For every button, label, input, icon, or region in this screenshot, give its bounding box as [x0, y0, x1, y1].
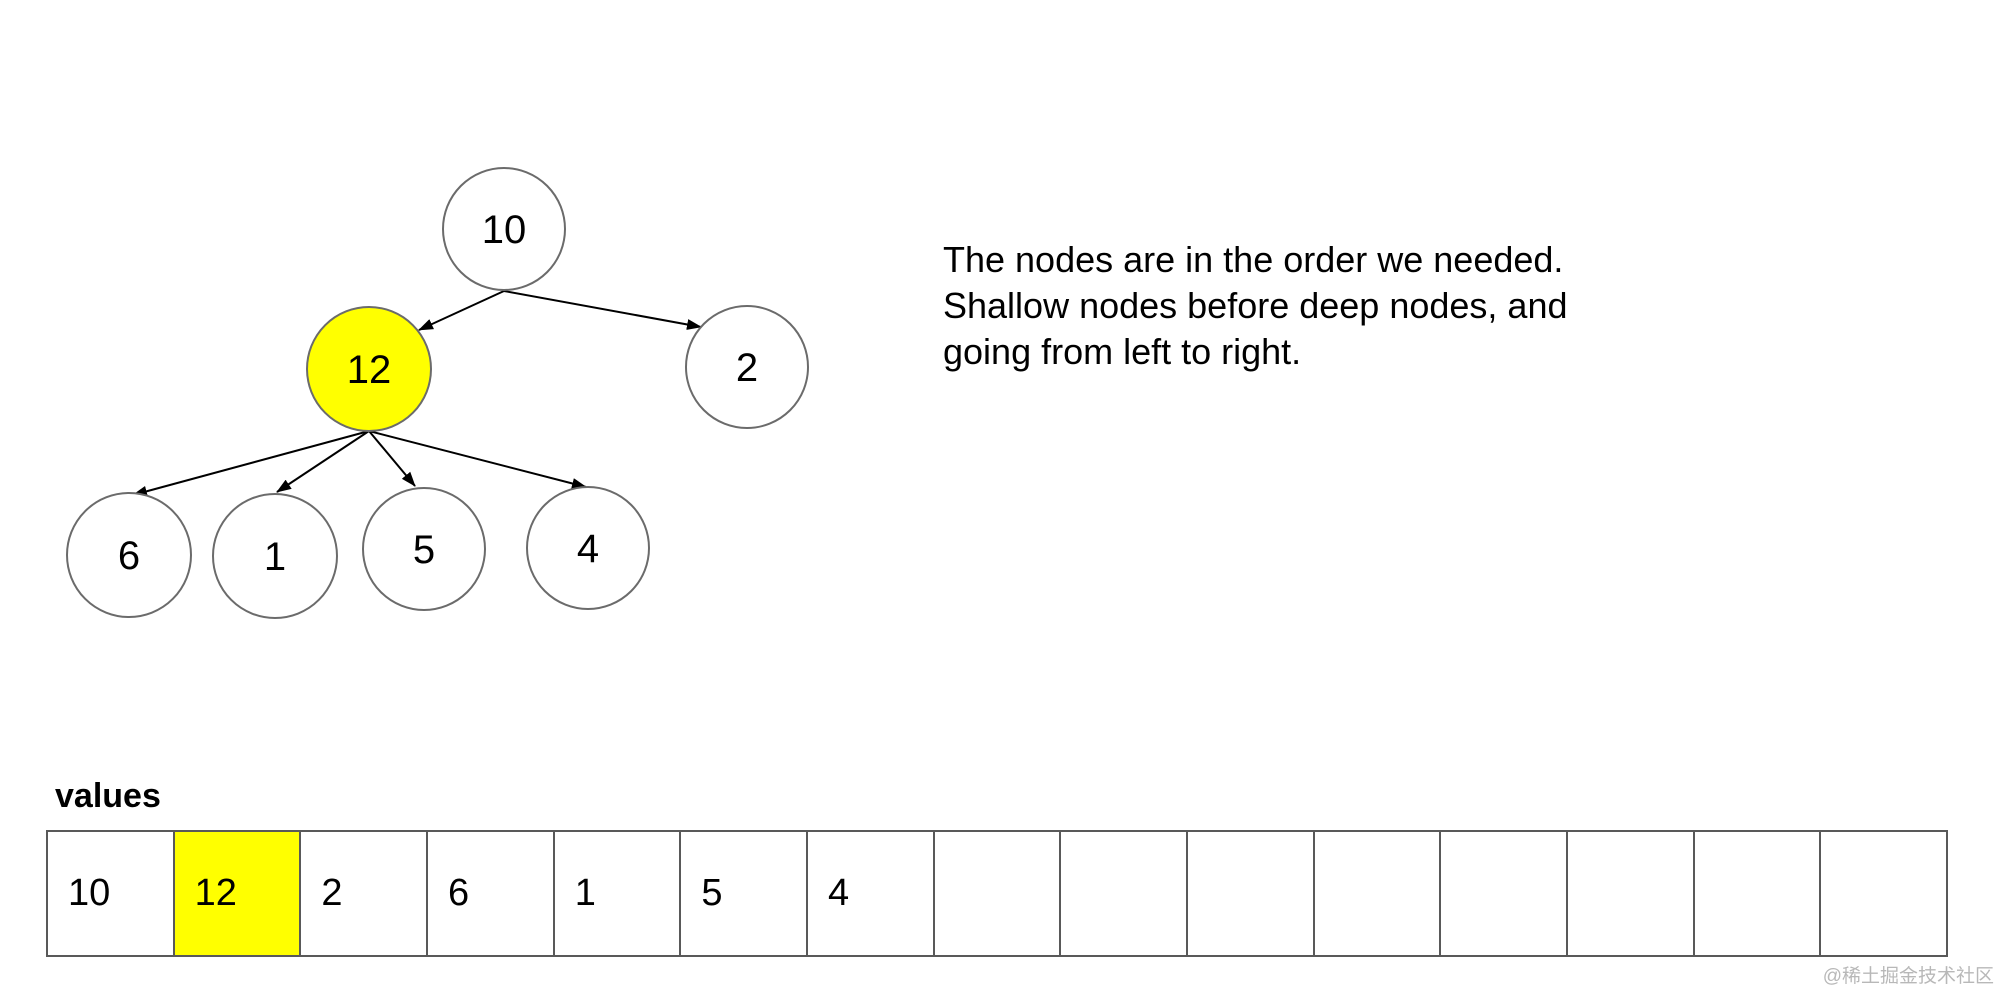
tree-node-2: 2 — [685, 305, 809, 429]
edge-10-12 — [418, 290, 505, 331]
edge-10-2 — [503, 290, 702, 330]
array-cell: 2 — [299, 832, 426, 955]
explanation-text: The nodes are in the order we needed. Sh… — [943, 237, 1567, 375]
array-cell-value: 5 — [701, 872, 723, 914]
tree-node-label: 2 — [736, 346, 758, 390]
array-cell — [932, 832, 1060, 955]
array-cell-value: 2 — [321, 872, 343, 914]
tree-node-10: 10 — [442, 167, 566, 291]
tree-node-1: 1 — [212, 493, 338, 619]
explanation-line: Shallow nodes before deep nodes, and — [943, 285, 1568, 326]
tree-node-circle — [306, 306, 432, 432]
tree-node-label: 10 — [482, 208, 527, 252]
array-cell-value: 12 — [194, 872, 237, 914]
tree-node-5: 5 — [362, 487, 486, 611]
tree-node-label: 6 — [118, 534, 140, 578]
array-cell — [1439, 832, 1566, 955]
tree-node-6: 6 — [66, 492, 192, 618]
array-cell — [1059, 832, 1186, 955]
array-cell — [1312, 832, 1440, 955]
edge-12-4 — [368, 430, 587, 489]
array-cell: 12 — [172, 832, 300, 955]
tree-node-circle — [212, 493, 338, 619]
tree-node-12: 12 — [306, 306, 432, 432]
tree-node-4: 4 — [526, 486, 650, 610]
tree-node-label: 4 — [577, 527, 599, 571]
array-cell — [1186, 832, 1313, 955]
tree-node-label: 1 — [264, 535, 286, 579]
array-cell — [1819, 832, 1946, 955]
tree-node-circle — [526, 486, 650, 610]
tree-node-label: 12 — [347, 348, 392, 392]
tree-node-circle — [685, 305, 809, 429]
array-cell-value: 4 — [828, 872, 850, 914]
array-cell-value: 1 — [574, 872, 596, 914]
array-cell: 1 — [552, 832, 680, 955]
watermark: @稀土掘金技术社区 — [1822, 966, 1994, 987]
array-cell-value: 10 — [68, 872, 111, 914]
tree-node-label: 5 — [413, 528, 435, 572]
edge-12-5 — [368, 430, 416, 487]
array-cell: 6 — [426, 832, 553, 955]
values-label: values — [55, 777, 161, 815]
array-cell: 5 — [679, 832, 806, 955]
tree-diagram: 10 12 2 6 1 5 4 — [66, 167, 809, 619]
explanation-line: The nodes are in the order we needed. — [943, 239, 1564, 280]
array-cell-value: 6 — [448, 872, 470, 914]
array-cell: 4 — [806, 832, 933, 955]
tree-node-circle — [442, 167, 566, 291]
tree-node-circle — [362, 487, 486, 611]
explanation-line: going from left to right. — [943, 331, 1302, 372]
array-cell — [1692, 832, 1820, 955]
edge-12-6 — [132, 430, 370, 497]
values-array: 10 12 2 6 1 5 4 — [46, 830, 1948, 957]
tree-node-circle — [66, 492, 192, 618]
array-cell: 10 — [48, 832, 173, 955]
array-cell — [1566, 832, 1693, 955]
edge-12-1 — [276, 430, 370, 493]
